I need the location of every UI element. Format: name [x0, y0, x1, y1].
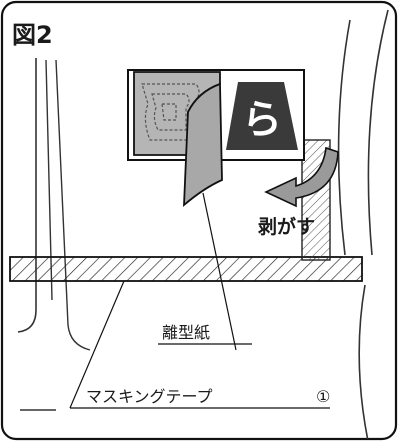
- release-paper-flap: [183, 82, 223, 208]
- release-paper-label: 離型紙: [162, 323, 210, 342]
- peel-arrow-icon: [264, 146, 339, 208]
- sticker-outline-dots-2: [151, 93, 190, 131]
- body-contour-left-lower: [55, 59, 91, 351]
- peel-label: 剥がす: [258, 215, 315, 238]
- masking-tape-callout-line: [69, 280, 125, 409]
- sticker-outline-dots-3: [161, 103, 177, 121]
- release-paper-callout-line: [202, 192, 237, 351]
- body-contour-right-upper: [337, 19, 351, 256]
- masking-tape-label: マスキングテープ: [86, 387, 213, 406]
- masking-tape-number: ①: [316, 387, 330, 406]
- sticker-glyph: ら: [242, 97, 282, 143]
- body-contour-right-lower: [358, 284, 369, 439]
- masking-tape-strip: [9, 256, 363, 282]
- sticker-badge: [226, 82, 298, 150]
- figure-title: 図2: [12, 21, 53, 49]
- body-contour-right-outer: [367, 9, 389, 256]
- body-contour-left-outer: [17, 58, 37, 333]
